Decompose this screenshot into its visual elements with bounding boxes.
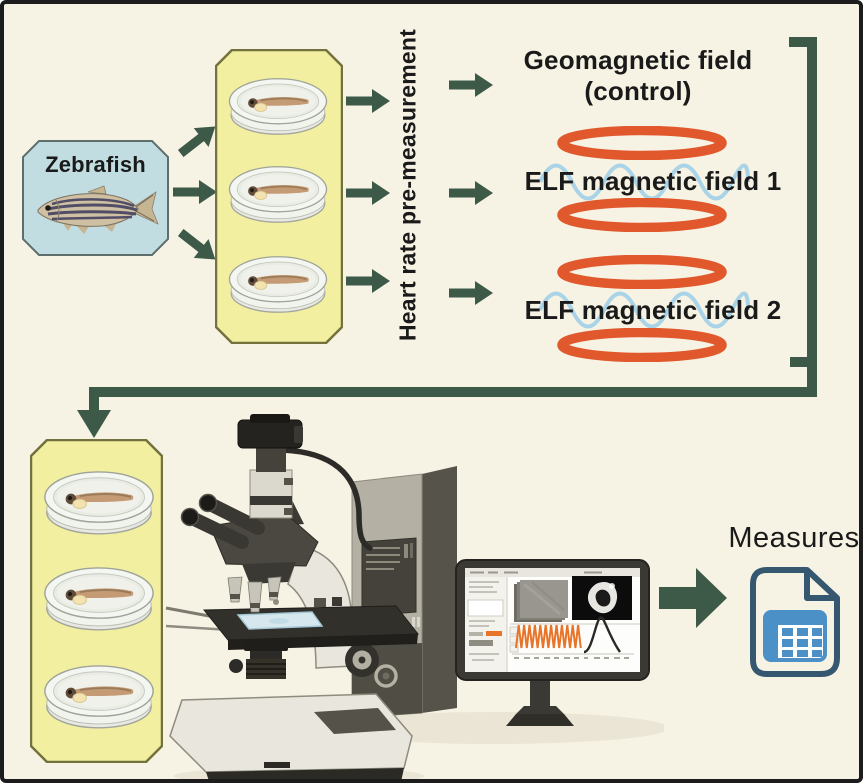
camera-icon <box>237 419 303 449</box>
larva-video-panel <box>514 580 568 622</box>
arrow-to-premeasure-1 <box>346 89 390 113</box>
heart-rate-premeasurement-label: Heart rate pre-measurement <box>394 29 421 341</box>
eyepiece <box>203 497 265 535</box>
condition-control-line2: (control) <box>584 75 692 106</box>
eyepiece <box>185 511 249 549</box>
petri-dish-icon <box>41 556 157 634</box>
measures-label: Measures <box>728 522 860 554</box>
zebrafish-icon <box>37 185 159 234</box>
magnetic-coil-icon <box>554 198 730 232</box>
heartbeat-waveform <box>515 624 582 649</box>
arrow-to-condition-elf2 <box>449 281 493 305</box>
camera-cable <box>279 447 373 551</box>
heart-rate-readout <box>486 631 502 636</box>
monitor-icon <box>455 559 650 726</box>
intensity-curve <box>583 616 621 654</box>
petri-dish-icon <box>226 68 330 138</box>
arrow-to-condition-control <box>449 73 493 97</box>
petri-dish-icon <box>41 654 157 732</box>
arrow-to-measures <box>659 568 727 628</box>
magnetic-coil-icon <box>554 255 730 289</box>
microscope-icon <box>165 414 420 779</box>
heart-segmentation-panel <box>572 576 632 620</box>
magnetic-coil-icon <box>554 328 730 362</box>
zebrafish-label: Zebrafish <box>45 152 146 177</box>
arrow-to-dish-2 <box>173 180 217 204</box>
software-sidebar <box>465 577 507 672</box>
condition-control-line1: Geomagnetic field <box>523 45 753 75</box>
condition-elf1-label: ELF magnetic field 1 <box>524 166 782 196</box>
petri-dish-icon <box>41 460 157 538</box>
magnetic-coil-icon <box>554 126 730 160</box>
arrow-to-premeasure-2 <box>346 181 390 205</box>
arrow-to-condition-elf1 <box>449 181 493 205</box>
arrow-to-premeasure-3 <box>346 269 390 293</box>
condition-elf2-label: ELF magnetic field 2 <box>524 295 782 325</box>
condition-control-label: Geomagnetic field (control) <box>514 45 762 106</box>
spreadsheet-document-icon <box>750 567 840 677</box>
computer-tower-icon <box>351 466 457 719</box>
petri-dish-icon <box>226 246 330 316</box>
petri-dish-icon <box>226 156 330 226</box>
table-glyph <box>763 610 827 662</box>
measurement-station <box>165 414 664 779</box>
